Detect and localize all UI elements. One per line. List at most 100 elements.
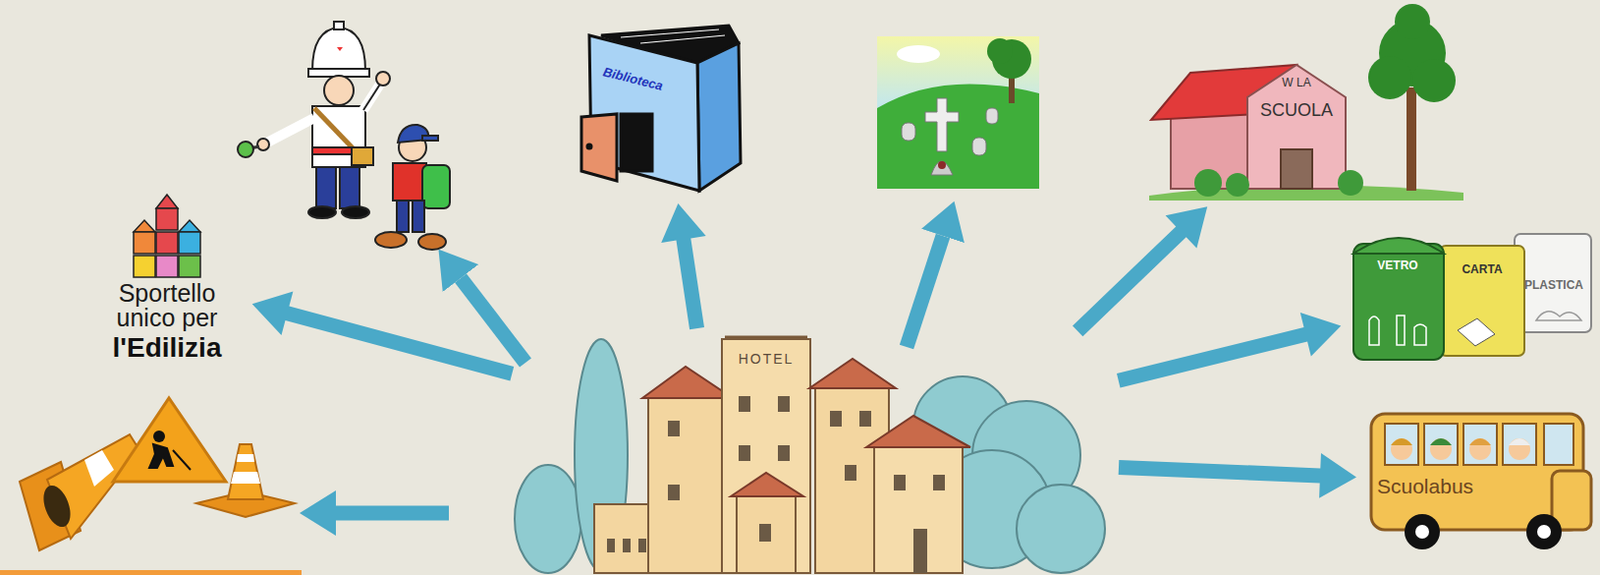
roadworks-picture <box>19 397 295 551</box>
town-drawing-part <box>913 528 928 573</box>
cover-title: Biblioteca <box>601 64 687 100</box>
roadworks-picture-part <box>230 471 261 484</box>
bottom-bar <box>0 569 302 575</box>
town-drawing-part <box>777 395 790 412</box>
sign-text: W LA <box>1267 76 1326 91</box>
logo-blocks-part <box>178 220 201 232</box>
policeman-figure-part <box>336 47 343 52</box>
town-drawing-part <box>1016 484 1105 573</box>
policeman-figure-part <box>237 141 254 158</box>
school-picture <box>1149 3 1464 201</box>
logo-blocks-part <box>156 255 178 277</box>
library-book-part <box>587 144 592 149</box>
school-bus <box>1371 413 1592 550</box>
plain-arrows-part <box>906 235 943 347</box>
school-node: W LA SCUOLA <box>1149 3 1484 201</box>
cemetery-picture-part <box>877 83 1040 189</box>
town-drawing-part <box>648 395 727 573</box>
school-bus-part <box>1508 438 1531 460</box>
school-bus-part-part <box>1463 423 1497 465</box>
library-book-part <box>697 43 741 191</box>
arrow-connector <box>252 291 515 382</box>
bus-label: Scuolabus <box>1377 474 1549 498</box>
policeman-figure-part <box>324 75 354 106</box>
town-drawing-part <box>721 338 811 573</box>
town-drawing-part <box>933 474 945 491</box>
logo-text: Sportello unico per <box>90 280 244 330</box>
plain-arrows-part <box>335 505 449 521</box>
school-bus-part <box>1508 438 1531 445</box>
policeman-figure-part <box>308 206 336 219</box>
policeman-figure-part <box>363 82 382 111</box>
cemetery-picture-part <box>972 137 987 156</box>
bin-label: VETRO <box>1363 259 1433 274</box>
roadworks-picture-part <box>149 443 191 470</box>
policeman-figure-part <box>316 166 336 209</box>
plain-arrows-part <box>460 277 526 363</box>
town-drawing-part <box>759 523 772 542</box>
school-picture-part <box>1406 87 1417 191</box>
logo-blocks <box>133 194 201 277</box>
town-drawing-part <box>866 415 971 447</box>
school-bus-part <box>1430 438 1452 445</box>
school-picture-part <box>1225 172 1250 197</box>
town-drawing-part <box>777 444 790 461</box>
school-bus-part <box>1526 513 1562 550</box>
town-drawing <box>514 336 1105 573</box>
child-figure-part <box>422 135 439 141</box>
recycling-bins-part <box>1536 311 1582 321</box>
school-bus-part-part <box>1424 423 1458 465</box>
library-book-part <box>640 35 725 44</box>
school-picture-part <box>1194 168 1222 197</box>
school-bus-part <box>1390 438 1413 460</box>
cemetery-picture-part <box>987 38 1013 64</box>
school-bus-part <box>1390 438 1413 445</box>
school-picture-part <box>1394 3 1431 40</box>
logo-blocks-part <box>133 231 156 254</box>
recycling-bins-part <box>1353 243 1444 360</box>
school-bus-part-part <box>1384 423 1419 465</box>
policeman-figure-part <box>351 147 374 166</box>
town-drawing-part <box>667 484 680 500</box>
town-drawing-part <box>738 444 751 461</box>
cemetery-picture-part <box>986 108 998 124</box>
bin-label: CARTA <box>1447 263 1517 277</box>
town-node: HOTEL <box>520 336 1110 573</box>
roadworks-picture-part <box>236 453 255 462</box>
school-bus-part-part <box>1544 423 1574 465</box>
school-picture-part <box>1247 64 1346 189</box>
logo-blocks-part <box>156 194 178 209</box>
library-book-part <box>581 113 617 181</box>
library-node: Biblioteca <box>581 23 747 195</box>
cemetery-picture-part <box>877 36 1040 189</box>
roadworks-picture-part <box>38 481 76 531</box>
town-drawing-part <box>606 538 615 552</box>
town-drawing-part <box>736 494 796 573</box>
town-drawing-part <box>667 420 680 437</box>
town-drawing-part <box>859 410 872 427</box>
school-bus-part-part <box>1502 423 1537 465</box>
school-bus-part <box>1537 524 1551 539</box>
town-drawing-part <box>893 474 906 491</box>
bin-label: PLASTICA <box>1518 278 1590 293</box>
policeman-figure-part <box>363 82 382 111</box>
roadworks-picture-part <box>153 430 166 442</box>
logo-blocks-part <box>178 255 201 277</box>
child-figure-part <box>396 200 409 232</box>
school-bus-part <box>1415 524 1430 539</box>
sign-text: SCUOLA <box>1247 100 1346 121</box>
town-drawing-part <box>844 464 857 481</box>
roadworks-picture-part <box>112 397 226 482</box>
policeman-figure-part <box>257 138 270 151</box>
policeman-figure-part <box>333 21 344 30</box>
roadworks-picture-part <box>227 443 264 499</box>
town-drawing-part <box>738 395 751 412</box>
policeman-figure-part <box>339 166 360 209</box>
roadworks-picture-part <box>84 449 114 487</box>
school-picture-part <box>1280 149 1313 189</box>
arrow-connector <box>1072 206 1208 336</box>
child-figure-part <box>375 231 407 248</box>
town-drawing-part <box>642 366 733 398</box>
